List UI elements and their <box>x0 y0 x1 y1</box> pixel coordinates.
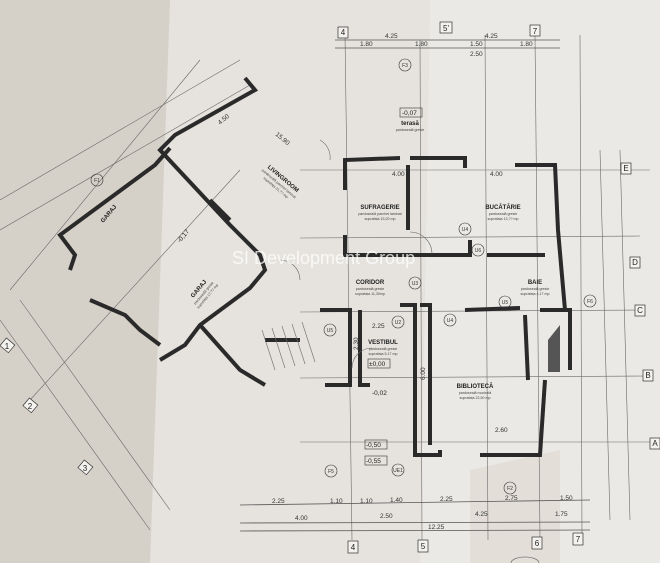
paper-right-sheet <box>420 0 660 563</box>
room-bucatarie-name: BUCĂTĂRIE <box>485 204 520 211</box>
axis-bottom-5: 5 <box>421 542 426 551</box>
room-vestibul-finish: pardoseală gresie <box>369 347 398 351</box>
axis-right-a: A <box>652 439 658 448</box>
room-sufragerie-area: suprafața 15,20 mp <box>365 217 396 221</box>
axis-right-e: E <box>623 164 628 173</box>
dim-bottom: 4.00 <box>295 515 308 522</box>
room-coridor-finish: pardoseală gresie <box>356 287 385 291</box>
dim-top: 1.50 <box>470 41 483 48</box>
axis-right-c: C <box>637 306 643 315</box>
paper-shadow <box>470 450 560 563</box>
window-tag-f3: F3 <box>402 63 408 69</box>
level-exterior: -0,02 <box>372 390 387 397</box>
dim-top: 1.80 <box>360 41 373 48</box>
dim-bottom: 1.40 <box>390 497 403 504</box>
window-tag-f1: F1 <box>94 178 100 184</box>
level-terasa: -0,07 <box>402 110 417 117</box>
axis-left-2: 2 <box>28 402 33 411</box>
dim-inner: 6.00 <box>420 367 427 380</box>
paper-middle-sheet <box>150 0 430 563</box>
room-bucatarie-area: suprafața 13,?? mp <box>488 217 519 221</box>
window-tag-f6: F6 <box>587 299 593 305</box>
door-tag-u4b: U4 <box>447 318 454 324</box>
dim-bottom: 2.75 <box>505 495 518 502</box>
room-coridor-area: suprafața 11,30mp <box>355 292 385 296</box>
room-terasa-finish: pardoseală gresie <box>396 128 425 132</box>
dim-bottom: 4.25 <box>475 511 488 518</box>
window-tag-f5: F5 <box>328 469 334 475</box>
dim-inner: 2.30 <box>353 337 360 350</box>
room-vestibul-area: suprafața 5,17 mp <box>369 352 398 356</box>
hatched-wall <box>548 325 560 372</box>
dimension-lines <box>239 39 591 532</box>
room-baie-area: suprafața 4,17 mp <box>521 292 550 296</box>
room-terasa-name: terasă <box>401 121 419 127</box>
watermark: SI Development Group <box>232 248 415 268</box>
room-biblioteca-finish: pardoseală mochetă <box>459 391 492 395</box>
room-baie-name: BAIE <box>528 280 542 286</box>
dim-bottom: 1.10 <box>330 498 343 505</box>
door-tag-u3: U3 <box>412 281 419 287</box>
door-tag-u6: U6 <box>475 248 482 254</box>
north-arrow-stamp <box>510 556 540 563</box>
dim-inner: 4.00 <box>392 171 405 178</box>
door-tag-u5: U5 <box>327 328 334 334</box>
dim-bottom: 1.10 <box>360 498 373 505</box>
room-coridor-name: CORIDOR <box>356 280 385 286</box>
walls-main-block <box>265 156 572 457</box>
dim-top: 4.25 <box>385 33 398 40</box>
room-baie-finish: pardoseală gresie <box>521 287 550 291</box>
axis-right-d: D <box>632 258 638 267</box>
axis-right-b: B <box>645 371 650 380</box>
door-tag-ue1: UE1 <box>393 468 403 474</box>
paper-left-sheet <box>0 0 170 563</box>
dim-top: 1.80 <box>520 41 533 48</box>
axis-left-3: 3 <box>83 464 88 473</box>
room-bucatarie-finish: pardoseală gresie <box>489 212 518 216</box>
door-tag-u2: U2 <box>395 320 402 326</box>
level-vestibul: ±0,00 <box>369 361 386 368</box>
room-biblioteca-area: suprafața 22,50 mp <box>460 396 491 400</box>
dim-bottom: 1.50 <box>560 495 573 502</box>
dim-bottom: 2.50 <box>380 513 393 520</box>
door-tag-u5b: U5 <box>502 300 509 306</box>
axis-bottom-7: 7 <box>576 535 581 544</box>
level-step-1: -0,50 <box>366 442 381 449</box>
dim-top: 2.50 <box>470 51 483 58</box>
room-biblioteca-name: BIBLIOTECĂ <box>457 383 494 390</box>
axis-bottom-4: 4 <box>351 543 356 552</box>
dim-bottom: 1.75 <box>555 511 568 518</box>
axis-top-5prime: 5' <box>443 24 449 33</box>
room-vestibul-name: VESTIBUL <box>368 340 398 346</box>
staircase <box>261 321 316 371</box>
door-swings <box>279 139 433 369</box>
dim-top: 1.80 <box>415 41 428 48</box>
axis-top-4: 4 <box>341 28 346 37</box>
dim-bottom: 2.25 <box>440 496 453 503</box>
walls-rotated-wing <box>57 76 268 387</box>
dim-top: 4.25 <box>485 33 498 40</box>
opening-tags: U2 U3 U4 U4 U5 U5 U6 UE1 F1 F3 F5 F6 F2 <box>90 58 597 495</box>
axis-left-1: 1 <box>5 342 10 351</box>
axis-markers: 4 5' 7 4 5 6 7 E D C B A 1 2 3 <box>0 21 660 554</box>
axis-top-7: 7 <box>533 27 538 36</box>
dim-inner: 2.60 <box>495 427 508 434</box>
dim-inner: 4.00 <box>490 171 503 178</box>
dim-bottom: 2.25 <box>272 498 285 505</box>
room-sufragerie-name: SUFRAGERIE <box>360 205 399 211</box>
dim-inner: 2.25 <box>372 323 385 330</box>
axis-bottom-6: 6 <box>535 539 540 548</box>
room-sufragerie-finish: pardoseală parchet laminat <box>358 212 401 216</box>
door-tag-u4: U4 <box>462 227 469 233</box>
window-tag-f2: F2 <box>507 486 513 492</box>
dim-bottom-total: 12.25 <box>428 524 445 531</box>
level-step-2: -0,55 <box>366 458 381 465</box>
